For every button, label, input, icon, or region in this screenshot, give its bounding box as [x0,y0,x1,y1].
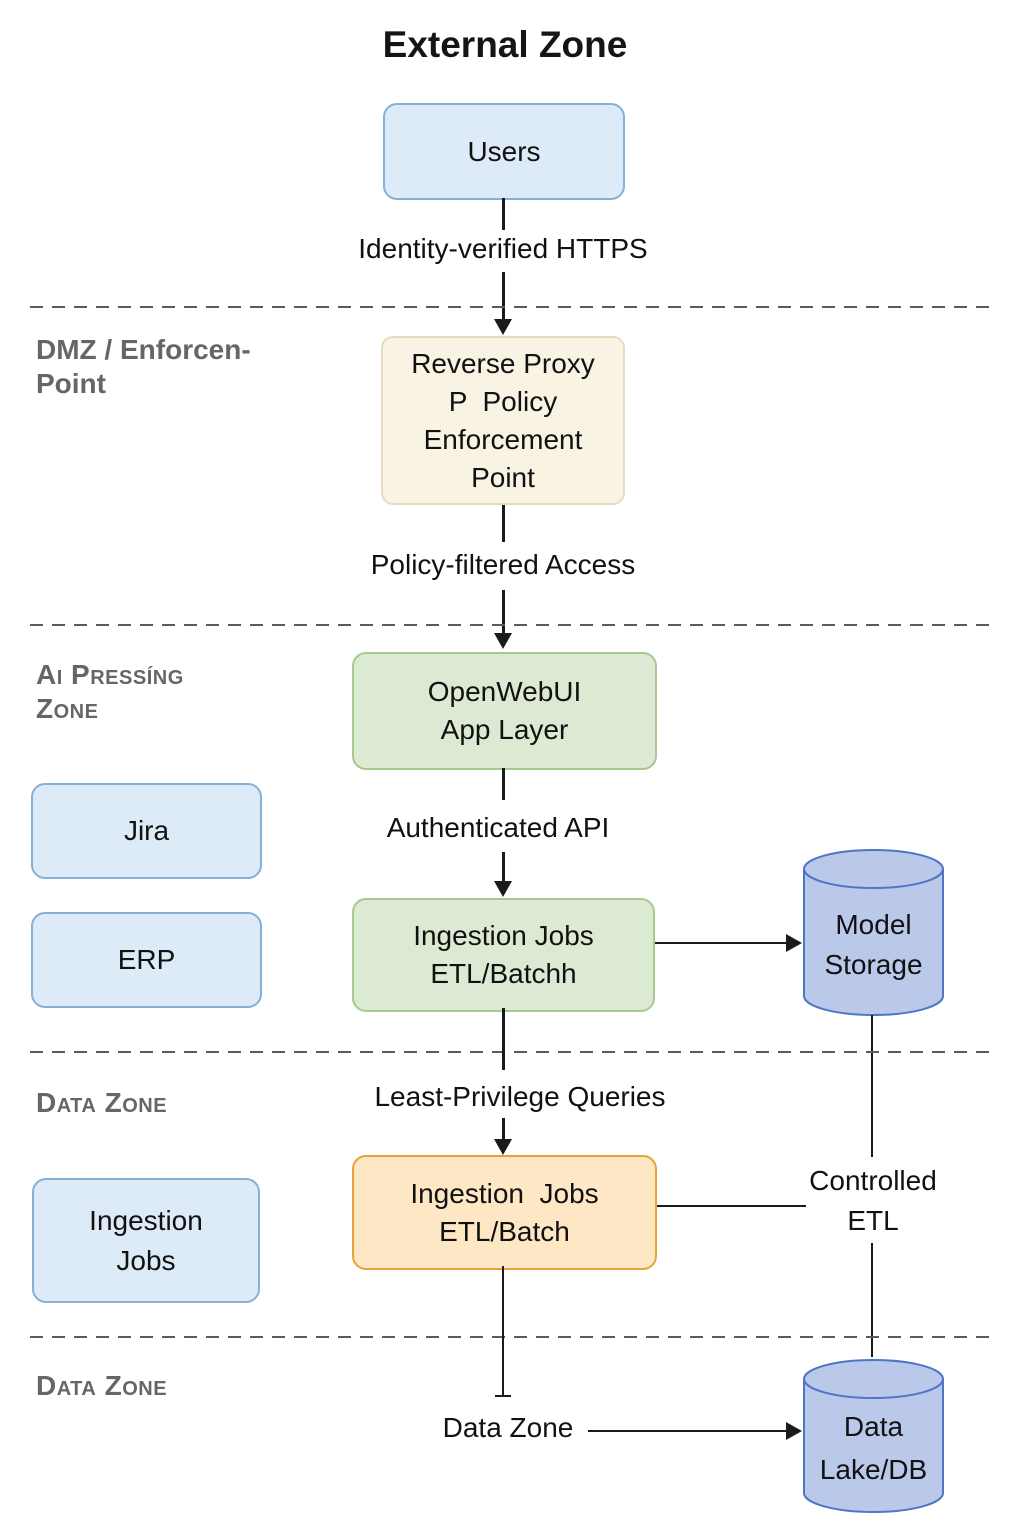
edge-label-identity-https: Identity-verified HTTPS [358,233,648,264]
connector-proxy-app-lower [502,590,505,634]
diagram-title: External Zone [382,24,628,65]
users-node-label: Users [467,135,541,167]
connector-app-ingestion-lower [502,852,505,882]
ingestion-data-node-label: Ingestion Jobs ETL/Batch [410,1177,599,1247]
arrowhead-into-model-storage [786,934,802,952]
arrowhead-into-ingestion-app [494,881,512,897]
connector-model-etl-upper [871,1015,873,1157]
zone-boundary-1 [30,306,992,308]
reverse-proxy-node-label: Reverse Proxy P Policy Enforcement Point [411,347,595,493]
data-lake-cylinder [803,1359,944,1513]
connector-users-proxy-lower [502,272,505,320]
edge-label-policy-filtered: Policy-filtered Access [370,549,636,580]
connector-datazone-lake [588,1430,786,1432]
edge-label-controlled-etl: Controlled ETL [809,1165,937,1236]
zone-label-ai-pressing: Ai Pressíng Zone [36,659,184,724]
arrowhead-into-ingestion-data [494,1139,512,1155]
zone-label-data-1: Data Zone [36,1087,168,1118]
ingestion-side-node-label: Ingestion Jobs [89,1204,203,1276]
openwebui-node-label: OpenWebUI App Layer [427,676,582,745]
ingestion-side-node: Ingestion Jobs [32,1178,260,1303]
openwebui-node: OpenWebUI App Layer [352,652,657,770]
zone-boundary-3 [30,1051,992,1053]
zone-boundary-2 [30,624,992,626]
jira-node: Jira [31,783,262,879]
data-lake-label: Data Lake/DB [819,1411,928,1485]
erp-node: ERP [31,912,262,1008]
zone-label-data-2: Data Zone [36,1370,168,1401]
connector-proxy-app-upper [502,505,505,542]
edge-label-least-privilege: Least-Privilege Queries [374,1081,666,1112]
connector-model-etl-lower [871,1243,873,1357]
ingestion-app-node-label: Ingestion Jobs ETL/Batchh [413,920,594,989]
zone-label-dmz: DMZ / Enforcen- Point [36,334,251,399]
connector-orange-datazone-endtick [495,1395,511,1397]
connector-ingestion-data-upper [502,1008,505,1070]
connector-users-proxy-upper [502,198,505,230]
arrowhead-into-proxy [494,319,512,335]
arrowhead-into-openwebui [494,633,512,649]
erp-node-label: ERP [117,944,176,975]
connector-ingestion-data-lower [502,1118,505,1140]
ingestion-data-node: Ingestion Jobs ETL/Batch [352,1155,657,1270]
model-storage-cylinder [803,849,944,1016]
edge-label-authenticated-api: Authenticated API [386,812,610,843]
jira-node-label: Jira [123,815,170,846]
connector-ingestion-model [655,942,787,944]
ingestion-app-node: Ingestion Jobs ETL/Batchh [352,898,655,1012]
connector-orange-etl [657,1205,806,1207]
reverse-proxy-node: Reverse Proxy P Policy Enforcement Point [381,336,625,505]
connector-orange-datazone [502,1266,504,1396]
users-node: Users [383,103,625,200]
connector-app-ingestion-upper [502,768,505,800]
edge-label-data-zone: Data Zone [442,1412,574,1443]
model-storage-label: Model Storage [824,909,923,980]
arrowhead-into-data-lake [786,1422,802,1440]
zone-boundary-4 [30,1336,992,1338]
